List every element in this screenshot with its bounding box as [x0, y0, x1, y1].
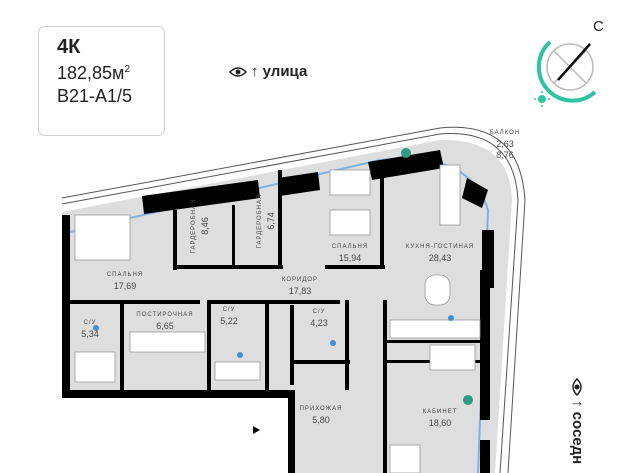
- unit-code: В21-А1/5: [57, 86, 133, 106]
- plant-icon: [463, 395, 473, 405]
- view-street: ↑ улица: [229, 63, 307, 80]
- entrance-marker: [253, 426, 260, 434]
- plant-icon: [401, 148, 411, 158]
- unit-info-card: 4К 182,85м2 В21-А1/5: [38, 26, 165, 136]
- unit-area: 182,85м2: [57, 63, 130, 83]
- water-drop-icon: [448, 315, 454, 321]
- eye-icon: [572, 378, 583, 396]
- compass-north-label: С: [593, 18, 604, 35]
- compass: [534, 40, 597, 107]
- water-drop-icon: [93, 325, 99, 331]
- unit-type: 4К: [57, 36, 81, 58]
- view-neighbor: ↑ соседн: [569, 378, 586, 464]
- sun-icon: [534, 91, 550, 107]
- water-drop-icon: [330, 340, 336, 346]
- water-drop-icon: [237, 352, 243, 358]
- eye-icon: [229, 66, 247, 77]
